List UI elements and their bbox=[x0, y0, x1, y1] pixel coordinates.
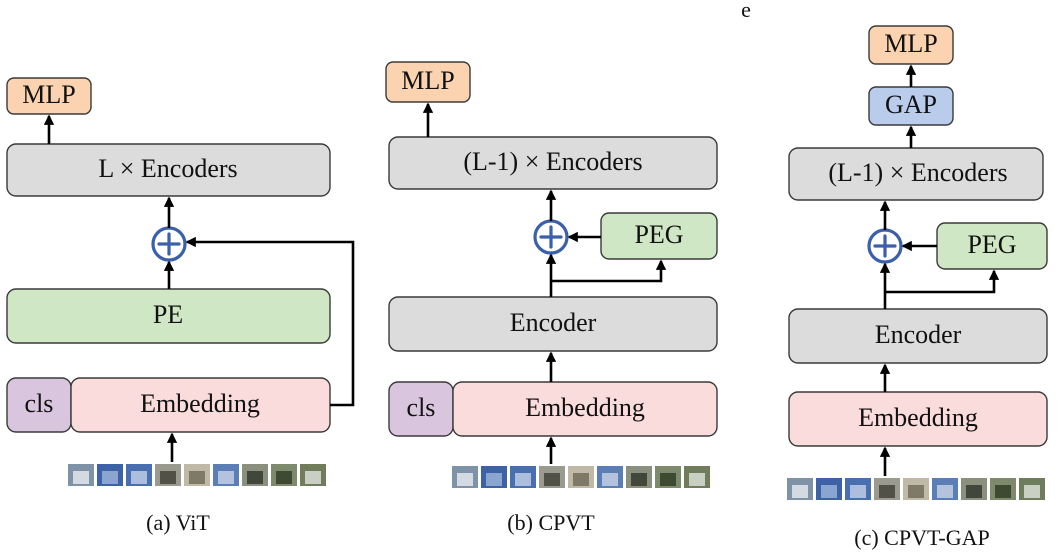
cpvt-caption: (b) CPVT bbox=[507, 510, 595, 535]
cpvt-embedding-box bbox=[452, 381, 718, 437]
image-patch-detail bbox=[73, 471, 89, 484]
image-patch-detail bbox=[305, 471, 321, 484]
vit-mlp-label: MLP bbox=[22, 80, 75, 109]
image-patch-detail bbox=[821, 485, 837, 498]
image-patch-detail bbox=[908, 485, 924, 498]
image-patch-detail bbox=[544, 473, 560, 486]
cpvt-embedding-label: Embedding bbox=[525, 393, 645, 422]
image-patch-detail bbox=[515, 473, 531, 486]
cpvt-cls-label: cls bbox=[407, 393, 436, 422]
gap-panel-image-patches bbox=[787, 478, 1045, 500]
image-patch-detail bbox=[457, 473, 473, 486]
cpvt-image-patches bbox=[452, 466, 710, 488]
cpvt-sum-icon bbox=[533, 219, 569, 255]
image-patch-detail bbox=[247, 471, 263, 484]
vit-encoders-label: L × Encoders bbox=[98, 154, 237, 183]
gap-panel-mlp-box bbox=[868, 25, 954, 65]
cpvt-encoders-label: (L-1) × Encoders bbox=[463, 147, 642, 176]
image-patch-detail bbox=[631, 473, 647, 486]
stray-mark: e bbox=[741, 0, 751, 22]
cpvt-encoder-box bbox=[388, 296, 718, 352]
gap-panel-embedding-label: Embedding bbox=[858, 403, 978, 432]
cpvt-peg-label: PEG bbox=[634, 220, 683, 249]
vit-embedding-label: Embedding bbox=[140, 389, 260, 418]
image-patch-detail bbox=[486, 473, 502, 486]
vit-skip-arrow bbox=[185, 236, 355, 407]
image-patch-detail bbox=[1024, 485, 1040, 498]
image-patch-detail bbox=[937, 485, 953, 498]
image-patch-detail bbox=[602, 473, 618, 486]
gap-panel-sum-icon bbox=[867, 228, 903, 264]
image-patch-detail bbox=[573, 473, 589, 486]
panel-cpvt-gap: MLP GAP (L-1) × Encoders PEG Encoder Emb… bbox=[787, 25, 1048, 550]
image-patch-detail bbox=[995, 485, 1011, 498]
gap-panel-encoders-box bbox=[788, 147, 1044, 201]
vit-cls-label: cls bbox=[25, 389, 54, 418]
gap-label: GAP bbox=[885, 90, 937, 119]
cpvt-encoder-label: Encoder bbox=[510, 308, 597, 337]
vit-mlp-box bbox=[6, 77, 92, 115]
image-patch-detail bbox=[102, 471, 118, 484]
vit-image-patches bbox=[68, 464, 326, 486]
image-patch-detail bbox=[160, 471, 176, 484]
image-patch-detail bbox=[276, 471, 292, 484]
image-patch-detail bbox=[879, 485, 895, 498]
cpvt-mlp-box bbox=[385, 61, 471, 103]
vit-sum-icon bbox=[151, 226, 187, 262]
gap-panel-encoders-label: (L-1) × Encoders bbox=[828, 158, 1007, 187]
vit-encoders-box bbox=[6, 143, 331, 197]
gap-panel-peg-label: PEG bbox=[967, 230, 1016, 259]
vit-pe-label: PE bbox=[153, 300, 183, 329]
cpvt-branch-arrow-peg bbox=[551, 259, 667, 283]
panel-vit: MLP L × Encoders PE cls Embedding (a) Vi… bbox=[6, 77, 355, 535]
gap-panel-mlp-label: MLP bbox=[884, 29, 937, 58]
image-patch-detail bbox=[218, 471, 234, 484]
gap-panel-embedding-box bbox=[788, 391, 1048, 447]
vit-caption: (a) ViT bbox=[146, 510, 210, 535]
cpvt-mlp-label: MLP bbox=[401, 66, 454, 95]
gap-panel-encoder-box bbox=[788, 308, 1048, 364]
panel-cpvt: MLP (L-1) × Encoders PEG Encoder cls Emb… bbox=[385, 61, 718, 535]
image-patch-detail bbox=[189, 471, 205, 484]
gap-panel-encoder-label: Encoder bbox=[875, 320, 962, 349]
gap-panel-caption: (c) CPVT-GAP bbox=[854, 525, 989, 550]
image-patch-detail bbox=[966, 485, 982, 498]
cpvt-encoders-box bbox=[388, 136, 718, 190]
image-patch-detail bbox=[850, 485, 866, 498]
image-patch-detail bbox=[660, 473, 676, 486]
gap-panel-branch-arrow-peg bbox=[885, 269, 1000, 294]
image-patch-detail bbox=[131, 471, 147, 484]
image-patch-detail bbox=[792, 485, 808, 498]
image-patch-detail bbox=[689, 473, 705, 486]
